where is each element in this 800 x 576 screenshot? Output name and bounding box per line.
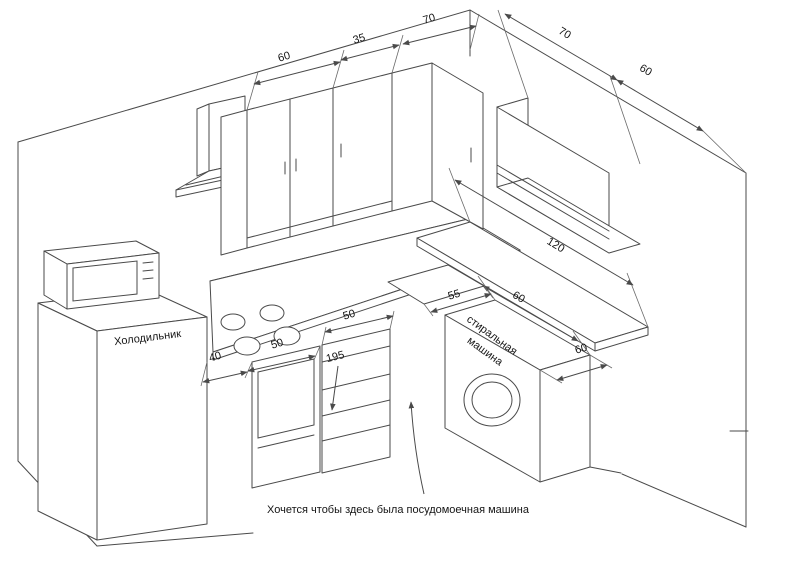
dim-upper-right-60: 60: [637, 62, 654, 79]
dim-upper-left-70: 70: [422, 12, 437, 27]
microwave: [43, 240, 160, 310]
hob-burner: [233, 336, 261, 356]
washer-drum: [463, 373, 521, 427]
dimension-lines: [200, 9, 747, 495]
upper-cabinet-middle: [332, 72, 393, 227]
dim-base-40: 40: [208, 350, 223, 365]
washer-drum-inner: [471, 381, 513, 419]
dim-washer-side-60: 60: [574, 342, 589, 357]
annotation-text: Хочется чтобы здесь была посудомоечная м…: [267, 504, 530, 516]
hob-burner: [220, 313, 246, 331]
dim-upper-left-60: 60: [277, 50, 292, 65]
upper-cabinet-right: [496, 97, 641, 254]
base-cabinet-drawers: [321, 328, 391, 474]
dim-upper-left-35: 35: [352, 32, 367, 47]
base-cabinet-stove: [251, 345, 321, 489]
dim-sink-55: 55: [447, 288, 462, 303]
dim-height-195: 195: [325, 349, 346, 365]
dim-drawers-50: 50: [342, 308, 357, 323]
dim-upper-right-70: 70: [556, 25, 573, 42]
upper-cabinet-left: [220, 87, 334, 256]
dim-washer-top-60: 60: [510, 289, 527, 306]
hob-burner: [273, 326, 301, 346]
upper-cabinet-corner: [391, 62, 484, 230]
annotation-arrow: [408, 401, 425, 495]
hob-burner: [259, 304, 285, 322]
dim-counter-120: 120: [545, 236, 567, 256]
dim-stove-50: 50: [270, 337, 285, 352]
refrigerator: [37, 289, 208, 541]
